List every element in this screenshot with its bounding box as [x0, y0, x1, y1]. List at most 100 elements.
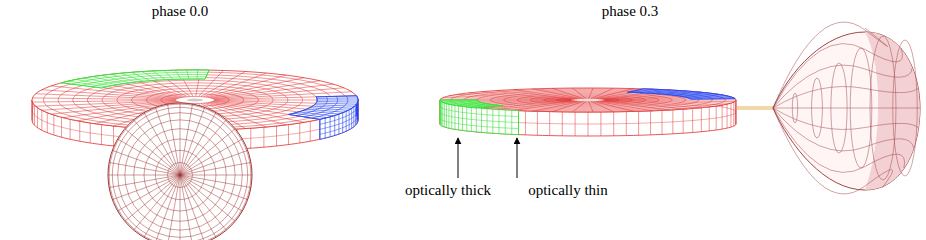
- mesh-line: [167, 175, 180, 240]
- mesh-line: [893, 40, 917, 176]
- star-sphere: [108, 103, 252, 240]
- mesh-line: [180, 162, 251, 175]
- phase-title: phase 0.3: [602, 4, 659, 19]
- region-label: optically thin: [528, 183, 608, 198]
- mesh-line: [440, 100, 477, 101]
- mesh-line: [118, 139, 180, 175]
- mesh-line: [167, 104, 180, 175]
- mesh-line: [639, 90, 724, 99]
- mesh-line: [205, 70, 209, 79]
- mesh-line: [134, 120, 180, 175]
- mesh-line: [589, 101, 594, 112]
- mesh-line: [102, 79, 205, 88]
- mesh-line: [102, 75, 130, 82]
- star-roche: [773, 32, 920, 190]
- disk-phase-3: [440, 22, 920, 194]
- mesh-line: [289, 114, 320, 119]
- mesh-line: [317, 100, 358, 101]
- mesh-line: [112, 175, 180, 200]
- mesh-line: [589, 88, 594, 99]
- leader-arrow: [517, 138, 518, 178]
- mesh-line: [155, 175, 180, 240]
- mesh-line: [121, 73, 143, 81]
- patch: [440, 100, 503, 108]
- disk-phase-0: [32, 70, 358, 240]
- mesh-line: [440, 112, 519, 123]
- mesh-line: [591, 88, 614, 98]
- patch: [289, 96, 358, 119]
- mesh-line: [316, 96, 356, 97]
- mesh-line: [773, 44, 902, 108]
- stream-line: [737, 106, 773, 110]
- mesh-line: [773, 108, 919, 129]
- mesh-line: [440, 106, 519, 117]
- mesh-line: [773, 108, 920, 109]
- mesh-line: [196, 70, 198, 79]
- mesh-line: [180, 150, 248, 175]
- mesh-line: [111, 74, 136, 82]
- mesh-line: [180, 175, 226, 230]
- mesh-line: [299, 112, 334, 116]
- mesh-line: [792, 93, 797, 123]
- mesh-line: [204, 73, 267, 97]
- mesh-line: [440, 100, 477, 101]
- mesh-line: [440, 118, 519, 129]
- mesh-line: [552, 88, 584, 98]
- mesh-line: [180, 175, 193, 240]
- mesh-line: [153, 71, 166, 80]
- mesh-line: [180, 175, 205, 240]
- patch: [628, 89, 735, 99]
- mesh-line: [164, 71, 173, 80]
- mesh-line: [635, 91, 713, 99]
- mesh-line: [201, 71, 245, 96]
- mesh-line: [186, 70, 189, 79]
- mesh-line: [317, 101, 358, 103]
- mesh-line: [180, 175, 242, 211]
- mesh-line: [144, 175, 180, 237]
- mesh-line: [180, 175, 181, 240]
- mesh-line: [591, 101, 614, 111]
- mesh-line: [175, 70, 181, 79]
- phase-title: phase 0.0: [152, 4, 209, 19]
- mesh-line: [108, 175, 180, 176]
- mesh-line: [208, 78, 304, 98]
- mesh-line: [596, 101, 653, 110]
- mesh-line: [51, 86, 178, 98]
- mesh-line: [180, 129, 235, 175]
- mesh-line: [32, 100, 175, 102]
- mesh-line: [598, 101, 671, 110]
- mesh-line: [773, 108, 893, 194]
- mesh-line: [180, 113, 216, 175]
- mesh-line: [294, 113, 327, 117]
- patch: [61, 70, 209, 88]
- disk-hole: [187, 99, 203, 102]
- mesh-line: [831, 63, 847, 153]
- mesh-line: [180, 175, 252, 176]
- mesh-line: [296, 97, 327, 116]
- mesh-line: [316, 103, 356, 104]
- disk-hole: [581, 99, 596, 100]
- patch: [440, 100, 519, 135]
- mesh-line: [131, 72, 150, 80]
- mesh-line: [600, 101, 687, 109]
- mesh-line: [573, 88, 587, 99]
- mesh-line: [497, 91, 577, 99]
- mesh-line: [850, 48, 872, 168]
- mesh-line: [870, 36, 896, 180]
- mesh-line: [210, 81, 320, 98]
- leader-arrow: [458, 138, 459, 178]
- mesh-line: [691, 98, 735, 100]
- mesh-line: [457, 94, 572, 99]
- mesh-line: [482, 92, 576, 99]
- mesh-line: [533, 89, 582, 99]
- mesh-line: [303, 111, 339, 115]
- mesh-line: [125, 175, 180, 221]
- mesh-line: [602, 101, 702, 108]
- mesh-line: [315, 105, 355, 107]
- mesh-line: [317, 97, 358, 99]
- mesh-line: [313, 106, 352, 108]
- star-shade: [865, 32, 920, 190]
- region-label: optically thick: [405, 183, 491, 198]
